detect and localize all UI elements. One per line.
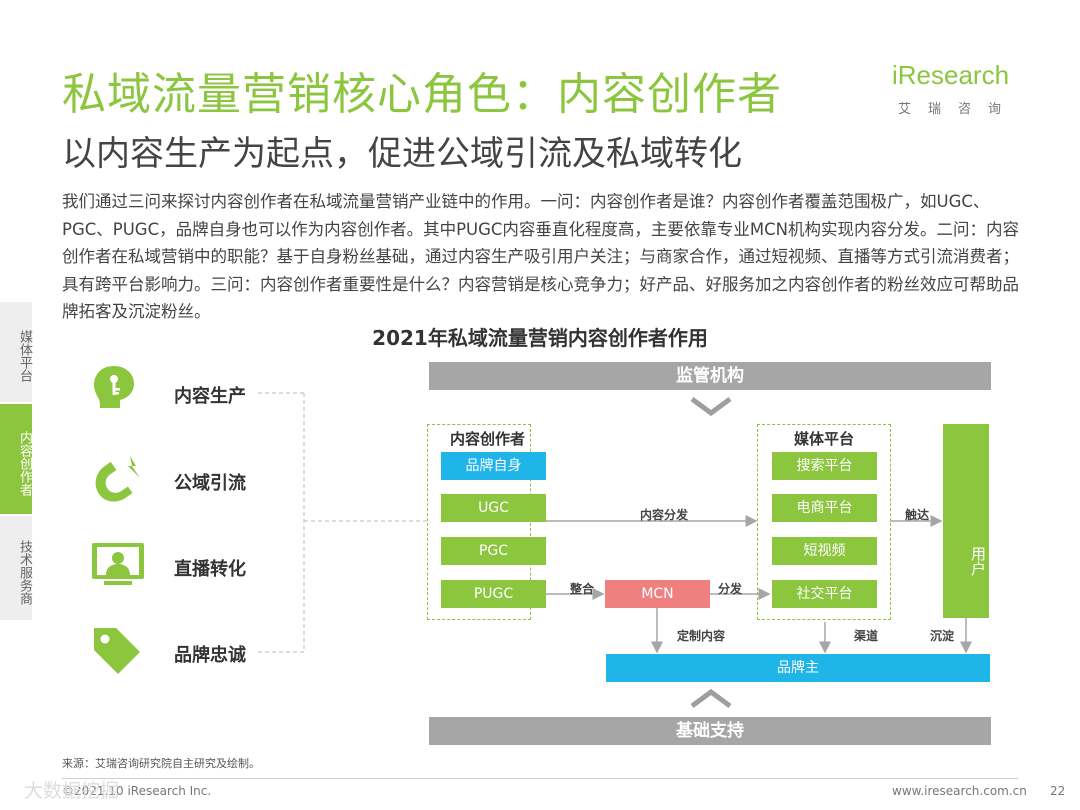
intro-paragraph: 我们通过三问来探讨内容创作者在私域流量营销产业链中的作用。一问：内容创作者是谁？… bbox=[62, 192, 1020, 321]
role-brand-loyalty: 品牌忠诚 bbox=[174, 645, 246, 666]
mcn-node: MCN bbox=[605, 580, 710, 608]
footer-divider bbox=[62, 778, 1018, 779]
lightbulb-icon bbox=[94, 366, 134, 408]
label-reach: 触达 bbox=[905, 508, 930, 522]
magnet-icon bbox=[95, 456, 140, 502]
label-distribution: 内容分发 bbox=[640, 508, 689, 522]
regulator-bar: 监管机构 bbox=[429, 362, 991, 390]
live-stream-icon bbox=[92, 543, 144, 585]
label-retain: 沉淀 bbox=[930, 629, 955, 643]
creator-pgc: PGC bbox=[441, 537, 546, 565]
diagram-title: 2021年私域流量营销内容创作者作用 bbox=[372, 326, 708, 350]
tag-icon bbox=[94, 628, 140, 674]
page-subtitle: 以内容生产为起点，促进公域引流及私域转化 bbox=[62, 134, 742, 174]
platform-search: 搜索平台 bbox=[772, 452, 877, 480]
side-tab-creators[interactable]: 内容创作者 bbox=[0, 404, 32, 514]
logo-wordmark: iResearch bbox=[892, 60, 1010, 90]
platforms-heading: 媒体平台 bbox=[793, 430, 854, 448]
label-channel: 渠道 bbox=[854, 629, 879, 643]
page-title: 私域流量营销核心角色：内容创作者 bbox=[62, 69, 782, 120]
label-custom: 定制内容 bbox=[677, 629, 726, 643]
website-link[interactable]: www.iresearch.com.cn bbox=[892, 784, 1027, 798]
label-split: 分发 bbox=[718, 582, 743, 596]
iresearch-logo: iResearch 艾瑞咨询 bbox=[892, 60, 1032, 120]
creators-group bbox=[427, 424, 531, 620]
copyright: ©2021.10 iResearch Inc. bbox=[62, 784, 212, 798]
side-tab-media[interactable]: 媒体平台 bbox=[0, 302, 32, 402]
chevron-up-icon bbox=[690, 688, 732, 709]
infrastructure-bar: 基础支持 bbox=[429, 717, 991, 745]
creator-ugc: UGC bbox=[441, 494, 546, 522]
user-node: 用户 bbox=[943, 424, 989, 618]
platform-ecommerce: 电商平台 bbox=[772, 494, 877, 522]
creator-brand-self: 品牌自身 bbox=[441, 452, 546, 480]
label-integrate: 整合 bbox=[570, 582, 595, 596]
platform-social: 社交平台 bbox=[772, 580, 877, 608]
watermark: 大数据挖掘 bbox=[24, 780, 120, 802]
role-public-traffic: 公域引流 bbox=[174, 473, 246, 494]
role-content-production: 内容生产 bbox=[174, 386, 246, 407]
platforms-group bbox=[757, 424, 891, 620]
role-bracket bbox=[258, 392, 427, 653]
page-number: 22 bbox=[1050, 784, 1066, 798]
chevron-down-icon bbox=[690, 396, 732, 417]
platform-short-video: 短视频 bbox=[772, 537, 877, 565]
side-tab-tech[interactable]: 技术服务商 bbox=[0, 516, 32, 620]
logo-subtitle: 艾瑞咨询 bbox=[898, 102, 1019, 117]
creator-pugc: PUGC bbox=[441, 580, 546, 608]
brand-owner-bar: 品牌主 bbox=[606, 654, 990, 682]
role-live-conversion: 直播转化 bbox=[174, 559, 246, 580]
source-note: 来源：艾瑞咨询研究院自主研究及绘制。 bbox=[62, 757, 260, 770]
creators-heading: 内容创作者 bbox=[449, 430, 525, 448]
